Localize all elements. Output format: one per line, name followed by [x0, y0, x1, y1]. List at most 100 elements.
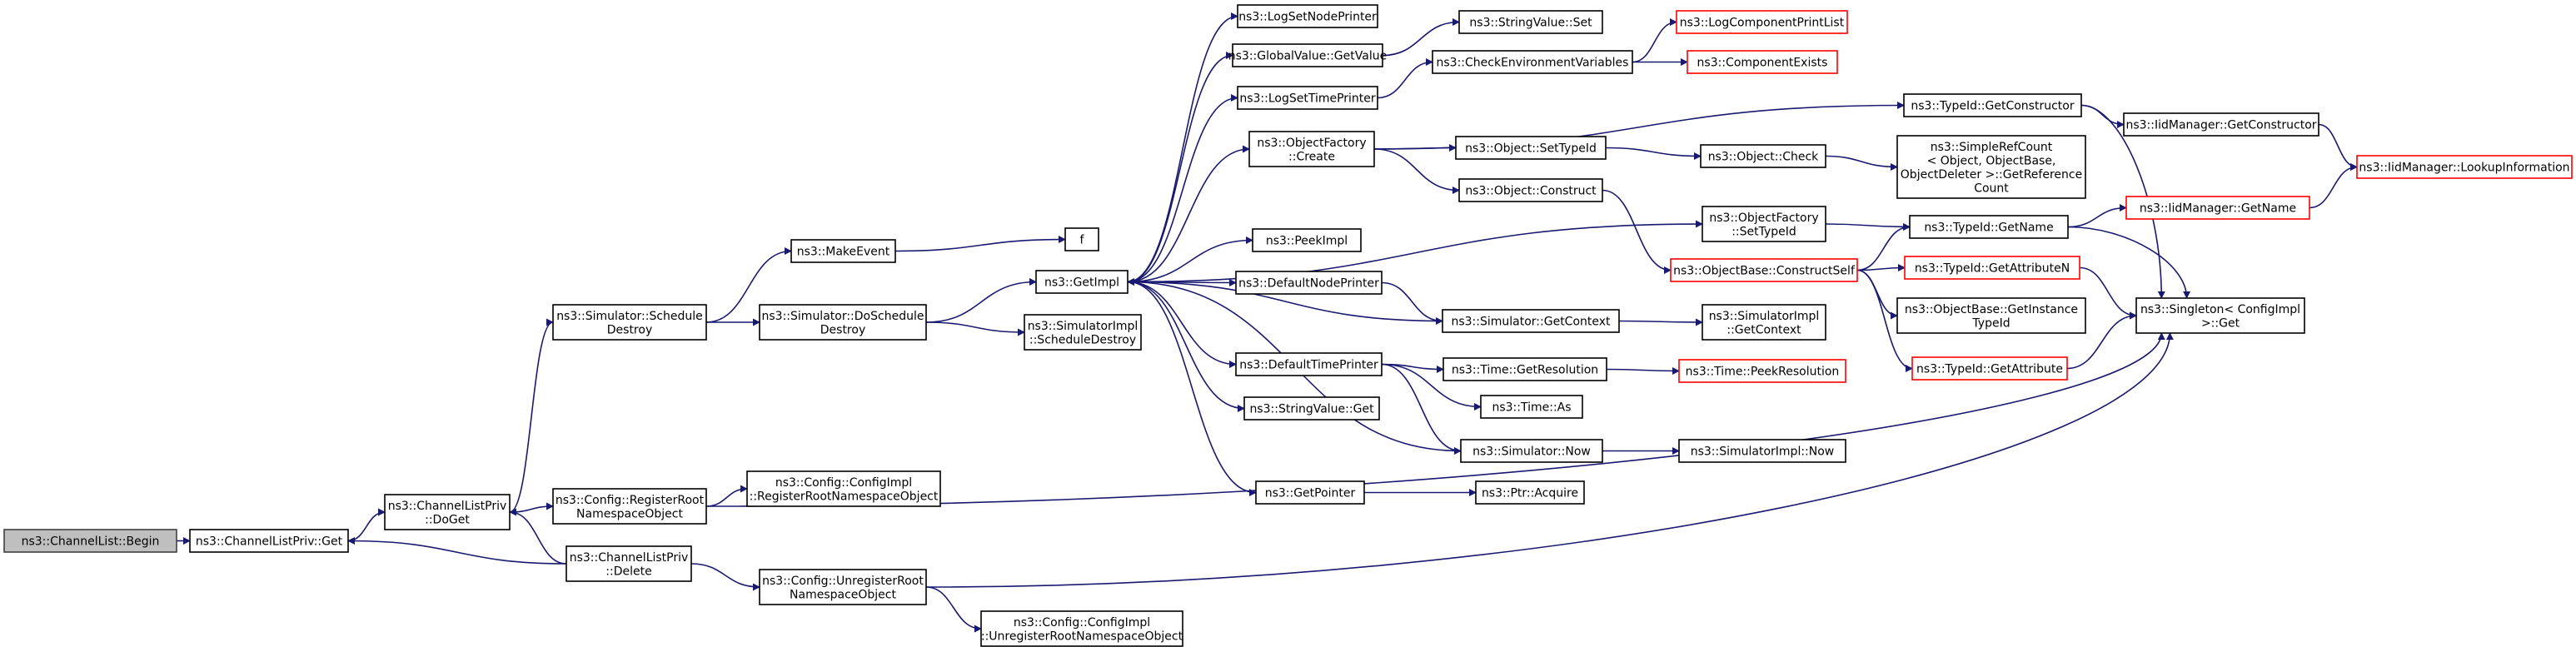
- node-box: [384, 494, 511, 530]
- node-channellistpriv-doget[interactable]: ns3::ChannelListPriv::DoGet: [384, 494, 511, 530]
- node-label-line: ::ScheduleDestroy: [1029, 333, 1136, 346]
- node-config-unregisterroot[interactable]: ns3::Config::UnregisterRootNamespaceObje…: [759, 569, 927, 605]
- node-channellistpriv-delete[interactable]: ns3::ChannelListPriv::Delete: [566, 545, 692, 582]
- edge-objectbase-constructself-to-typeid-getname: [1856, 223, 1911, 271]
- node-label-line: ns3::LogSetNodePrinter: [1238, 11, 1377, 24]
- node-simulator-getcontext[interactable]: ns3::Simulator::GetContext: [1442, 309, 1620, 333]
- node-label-line: ObjectDeleter >::GetReference: [1901, 168, 2082, 182]
- node-stringvalue-set[interactable]: ns3::StringValue::Set: [1458, 10, 1603, 34]
- node-channellistpriv-get[interactable]: ns3::ChannelListPriv::Get: [189, 529, 349, 553]
- edge-line: [2309, 163, 2358, 209]
- node-simulator-scheduledestroy[interactable]: ns3::Simulator::ScheduleDestroy: [552, 304, 707, 341]
- node-objectfactory-create[interactable]: ns3::ObjectFactory::Create: [1248, 131, 1375, 167]
- node-label-line: ns3::Ptr::Acquire: [1482, 487, 1578, 500]
- edge-channellistpriv-delete-to-channellistpriv-doget: [509, 508, 567, 565]
- node-time-peekresolution[interactable]: ns3::Time::PeekResolution: [1678, 359, 1846, 383]
- node-label-line: ns3::Config::UnregisterRoot: [762, 575, 924, 588]
- edge-simulator-doscheduledestroy-to-simulatorimpl-scheduledestroy: [925, 321, 1025, 336]
- edge-line: [1127, 94, 1238, 283]
- edge-objectfactory-create-to-object-construct: [1373, 148, 1460, 194]
- node-logsettimeprinter[interactable]: ns3::LogSetTimePrinter: [1237, 86, 1378, 110]
- node-box: [1460, 439, 1603, 463]
- node-makeevent[interactable]: ns3::MakeEvent: [790, 239, 896, 263]
- node-iidmanager-getname[interactable]: ns3::IidManager::GetName: [2125, 196, 2310, 220]
- node-iidmanager-lookupinformation[interactable]: ns3::IidManager::LookupInformation: [2356, 155, 2573, 179]
- node-label-line: NamespaceObject: [790, 588, 896, 601]
- node-label-line: Count: [1974, 182, 2009, 195]
- edge-line: [2318, 123, 2358, 171]
- node-logsetnodeprinter[interactable]: ns3::LogSetNodePrinter: [1237, 4, 1378, 28]
- node-defaultnodeprinter[interactable]: ns3::DefaultNodePrinter: [1235, 271, 1383, 295]
- node-box: [1896, 135, 2086, 199]
- edge-object-settypeid-to-object-check: [1605, 147, 1702, 160]
- node-object-construct[interactable]: ns3::Object::Construct: [1458, 178, 1603, 202]
- edge-typeid-getname-to-singleton-get: [2067, 226, 2191, 299]
- node-typeid-getname[interactable]: ns3::TypeId::GetName: [1909, 215, 2069, 239]
- node-box: [1475, 480, 1585, 505]
- node-simulatorimpl-now[interactable]: ns3::SimulatorImpl::Now: [1678, 439, 1846, 463]
- node-ptr-acquire[interactable]: ns3::Ptr::Acquire: [1475, 480, 1585, 505]
- node-typeid-getattributen[interactable]: ns3::TypeId::GetAttributeN: [1904, 256, 2080, 280]
- node-logcomponentprintlist[interactable]: ns3::LogComponentPrintList: [1676, 10, 1848, 34]
- node-typeid-getattribute[interactable]: ns3::TypeId::GetAttribute: [1911, 356, 2068, 381]
- node-box: [1670, 258, 1858, 282]
- node-simulatorimpl-scheduledestroy[interactable]: ns3::SimulatorImpl::ScheduleDestroy: [1024, 314, 1142, 351]
- node-box: [1232, 43, 1383, 67]
- node-label-line: ns3::TypeId::GetAttributeN: [1915, 262, 2070, 276]
- edge-line: [690, 563, 760, 591]
- node-typeid-getconstructor[interactable]: ns3::TypeId::GetConstructor: [1903, 93, 2082, 117]
- node-label-line: NamespaceObject: [576, 507, 683, 520]
- node-stringvalue-get[interactable]: ns3::StringValue::Get: [1243, 396, 1380, 421]
- edge-line: [1373, 102, 1905, 150]
- node-globalvalue-getvalue[interactable]: ns3::GlobalValue::GetValue: [1228, 43, 1387, 67]
- edge-simulator-getcontext-to-getimpl: [1127, 278, 1443, 322]
- node-configimpl-unregisterroot[interactable]: ns3::Config::ConfigImpl::UnregisterRootN…: [980, 610, 1183, 647]
- edge-objectbase-constructself-to-typeid-getattributen: [1856, 264, 1906, 272]
- edge-iidmanager-getname-to-iidmanager-lookupinformation: [2309, 163, 2358, 209]
- node-checkenvvars[interactable]: ns3::CheckEnvironmentVariables: [1432, 50, 1633, 74]
- node-singleton-get[interactable]: ns3::Singleton< ConfigImpl >::Get: [2135, 297, 2305, 334]
- node-box: [2135, 297, 2305, 334]
- node-time-getresolution[interactable]: ns3::Time::GetResolution: [1442, 357, 1607, 381]
- node-time-as[interactable]: ns3::Time::As: [1480, 395, 1583, 419]
- node-getimpl[interactable]: ns3::GetImpl: [1035, 270, 1129, 294]
- node-label-line: >::Get: [2201, 316, 2240, 330]
- node-channellist-begin[interactable]: ns3::ChannelList::Begin: [3, 529, 177, 553]
- node-getpointer[interactable]: ns3::GetPointer: [1255, 480, 1365, 505]
- edge-line: [1381, 281, 1443, 325]
- node-box: [2356, 155, 2573, 179]
- edge-simulator-doscheduledestroy-to-getimpl: [925, 278, 1037, 323]
- node-f[interactable]: f: [1064, 227, 1099, 251]
- node-componentexists[interactable]: ns3::ComponentExists: [1687, 50, 1838, 74]
- edge-line: [1825, 155, 1898, 171]
- node-label-line: ns3::ComponentExists: [1697, 57, 1828, 70]
- node-label-line: ns3::Time::GetResolution: [1452, 364, 1598, 377]
- edge-typeid-getattribute-to-singleton-get: [2066, 311, 2137, 370]
- node-label-line: ns3::Singleton< ConfigImpl: [2140, 303, 2300, 316]
- edge-line: [2066, 311, 2137, 370]
- edge-objectfactory-create-to-typeid-getconstructor: [1373, 102, 1905, 150]
- node-iidmanager-getconstructor[interactable]: ns3::IidManager::GetConstructor: [2123, 112, 2319, 137]
- node-object-check[interactable]: ns3::Object::Check: [1700, 144, 1826, 168]
- node-simulator-now[interactable]: ns3::Simulator::Now: [1460, 439, 1603, 463]
- node-peekimpl[interactable]: ns3::PeekImpl: [1252, 228, 1362, 252]
- node-objectfactory-settypeid[interactable]: ns3::ObjectFactory::SetTypeId: [1702, 206, 1826, 242]
- node-objectbase-constructself[interactable]: ns3::ObjectBase::ConstructSelf: [1670, 258, 1858, 282]
- edge-typeid-getconstructor-to-iidmanager-getconstructor: [2080, 104, 2125, 128]
- node-defaulttimeprinter[interactable]: ns3::DefaultTimePrinter: [1235, 352, 1383, 376]
- node-label-line: ns3::Time::As: [1492, 401, 1571, 415]
- node-object-settypeid[interactable]: ns3::Object::SetTypeId: [1455, 136, 1607, 160]
- node-config-registerroot[interactable]: ns3::Config::RegisterRootNamespaceObject: [552, 488, 707, 525]
- node-label-line: ns3::LogComponentPrintList: [1680, 17, 1845, 30]
- node-box: [1480, 395, 1583, 419]
- node-box: [1237, 86, 1378, 110]
- node-simulatorimpl-getcontext[interactable]: ns3::SimulatorImpl::GetContext: [1702, 304, 1826, 341]
- node-label-line: ns3::TypeId::GetName: [1924, 221, 2053, 235]
- node-label-line: ns3::Config::RegisterRoot: [556, 494, 705, 507]
- node-box: [1911, 356, 2068, 381]
- node-simplerefcount[interactable]: ns3::SimpleRefCount< Object, ObjectBase,…: [1896, 135, 2086, 199]
- edge-line: [1856, 269, 1913, 372]
- node-configimpl-registerroot[interactable]: ns3::Config::ConfigImpl::RegisterRootNam…: [746, 470, 941, 507]
